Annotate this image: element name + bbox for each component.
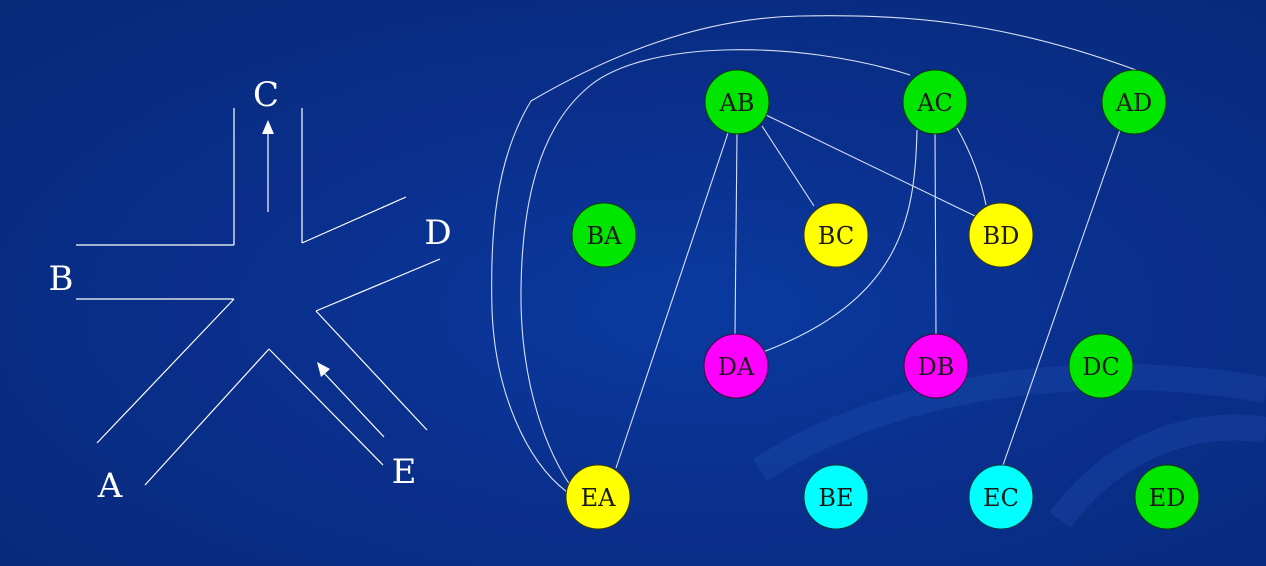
edge-ac-bd	[956, 127, 987, 206]
node-ad-circle	[1101, 69, 1167, 135]
label-d: D	[424, 213, 451, 253]
node-da: DA	[703, 333, 769, 399]
node-be: BE	[803, 464, 869, 530]
node-bc: BC	[803, 202, 869, 268]
label-e: E	[392, 452, 417, 492]
node-ad-label: AD	[1115, 89, 1153, 117]
node-ab: AB	[704, 69, 770, 135]
node-ac-label: AC	[916, 89, 953, 117]
node-ea: EA	[565, 464, 631, 530]
node-db-circle	[903, 333, 969, 399]
node-bc-circle	[803, 202, 869, 268]
background-swoosh	[752, 364, 1266, 481]
edge-ab-bd	[765, 114, 976, 217]
node-ec-circle	[968, 464, 1034, 530]
node-db-label: DB	[918, 353, 955, 381]
road-d-bottom	[315, 258, 441, 312]
node-da-label: DA	[718, 353, 755, 381]
node-ba-label: BA	[587, 222, 623, 250]
background-swoosh-2	[1049, 414, 1266, 528]
node-da-circle	[703, 333, 769, 399]
node-ea-circle	[565, 464, 631, 530]
node-dc: DC	[1068, 333, 1134, 399]
node-db: DB	[903, 333, 969, 399]
node-bd-circle	[968, 202, 1034, 268]
node-bd: BD	[968, 202, 1034, 268]
label-c: C	[253, 75, 279, 115]
edge-ad-ec	[1001, 129, 1121, 469]
edge-ab-da	[734, 133, 738, 335]
node-ec-label: EC	[983, 484, 1019, 512]
node-be-circle	[803, 464, 869, 530]
node-ac-circle	[902, 69, 968, 135]
edge-ac-db	[934, 133, 937, 335]
arrow-up-head	[262, 120, 274, 134]
node-ed: ED	[1134, 464, 1200, 530]
node-ed-circle	[1134, 464, 1200, 530]
node-ab-circle	[704, 69, 770, 135]
intersection-diagram: C B D A E	[49, 75, 452, 506]
road-a-right	[144, 348, 270, 486]
node-dc-label: DC	[1082, 353, 1120, 381]
road-a-left	[96, 298, 235, 444]
node-ed-label: ED	[1149, 484, 1186, 512]
arrow-diag-shaft	[323, 372, 385, 438]
arrow-diag-head	[317, 362, 330, 377]
node-ec: EC	[968, 464, 1034, 530]
node-ac: AC	[902, 69, 968, 135]
road-e-right	[315, 310, 428, 431]
edge-ab-bc	[761, 125, 815, 207]
label-b: B	[49, 259, 74, 299]
node-ad: AD	[1101, 69, 1167, 135]
conflict-graph: AB AC AD BA BC BD	[491, 15, 1200, 530]
edge-ac-da	[762, 129, 918, 353]
node-dc-circle	[1068, 333, 1134, 399]
road-d-top	[301, 196, 407, 244]
node-ba-circle	[571, 202, 637, 268]
edge-ac-ea	[520, 49, 911, 486]
node-be-label: BE	[818, 484, 853, 512]
node-ab-label: AB	[719, 89, 755, 117]
edge-ad-ea	[491, 15, 1137, 493]
road-e-left	[268, 348, 384, 466]
node-bc-label: BC	[818, 222, 854, 250]
graph-edges	[491, 15, 1137, 493]
graph-nodes: AB AC AD BA BC BD	[565, 69, 1200, 530]
label-a: A	[97, 466, 123, 506]
node-ba: BA	[571, 202, 637, 268]
node-ea-label: EA	[581, 484, 617, 512]
edge-ab-ea	[615, 132, 729, 469]
node-bd-label: BD	[983, 222, 1020, 250]
